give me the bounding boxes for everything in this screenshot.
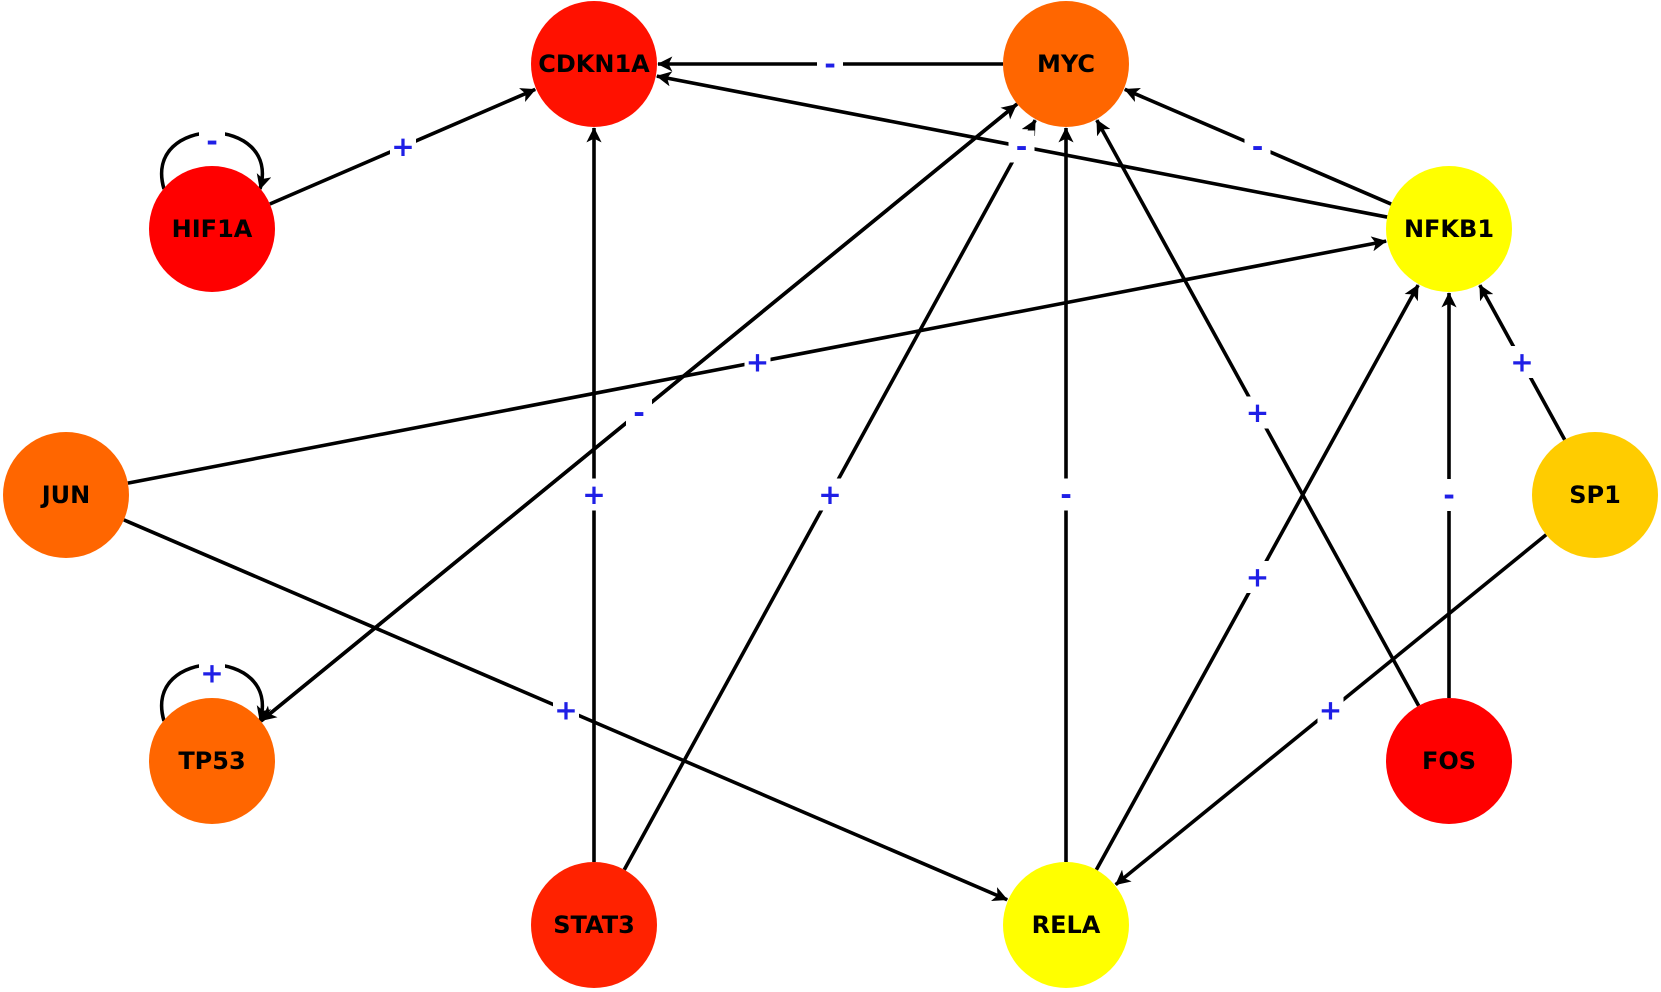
svg-text:-: - [1252, 130, 1264, 163]
node-hif1a[interactable]: HIF1A [149, 166, 275, 292]
node-circle [1003, 862, 1129, 988]
node-sp1[interactable]: SP1 [1532, 432, 1658, 558]
node-circle [149, 698, 275, 824]
node-myc[interactable]: MYC [1003, 1, 1129, 127]
svg-text:-: - [1016, 130, 1028, 163]
svg-text:+: + [1246, 396, 1269, 429]
node-circle [1386, 698, 1512, 824]
node-label: MYC [1037, 50, 1095, 78]
svg-text:-: - [824, 48, 836, 81]
edges-layer [123, 56, 1567, 902]
svg-text:-: - [206, 125, 218, 158]
svg-text:-: - [633, 396, 645, 429]
node-label: CDKN1A [538, 50, 650, 78]
node-label: SP1 [1569, 481, 1621, 509]
svg-text:-: - [1060, 478, 1072, 511]
node-circle [531, 1, 657, 127]
edge-jun-to-nfkb1-sign: + [744, 346, 771, 379]
svg-text:+: + [818, 478, 841, 511]
edge-tp53-to-tp53-sign: + [199, 657, 225, 690]
node-circle [3, 432, 129, 558]
node-label: NFKB1 [1404, 215, 1494, 243]
svg-text:-: - [1443, 479, 1455, 512]
node-label: RELA [1032, 911, 1101, 939]
node-label: FOS [1422, 747, 1476, 775]
edge-nfkb1-to-cdkn1a-sign: - [1008, 130, 1035, 163]
node-circle [1386, 166, 1512, 292]
edge-signs-layer: --++---+-+-+++-+++ [199, 48, 1535, 727]
edge-sp1-to-rela-sign: + [1317, 694, 1344, 727]
edge-rela-to-nfkb1-sign: + [1244, 561, 1271, 594]
edge-hif1a-to-hif1a-sign: - [199, 125, 225, 158]
node-circle [149, 166, 275, 292]
node-stat3[interactable]: STAT3 [531, 862, 657, 988]
edge-nfkb1-to-myc-sign: - [1244, 130, 1271, 163]
node-label: TP53 [178, 747, 245, 775]
node-jun[interactable]: JUN [3, 432, 129, 558]
edge-rela-to-myc-sign: - [1053, 478, 1079, 511]
node-tp53[interactable]: TP53 [149, 698, 275, 824]
node-rela[interactable]: RELA [1003, 862, 1129, 988]
node-fos[interactable]: FOS [1386, 698, 1512, 824]
edge-fos-to-nfkb1-sign: - [1436, 479, 1462, 512]
node-circle [1003, 1, 1129, 127]
node-nfkb1[interactable]: NFKB1 [1386, 166, 1512, 292]
edge-hif1a-to-cdkn1a-sign: + [390, 130, 416, 163]
node-circle [531, 862, 657, 988]
svg-text:+: + [554, 694, 577, 727]
edge-myc-to-cdkn1a-sign: - [817, 48, 843, 81]
edge-stat3-to-myc-sign: + [817, 478, 843, 511]
node-label: JUN [40, 481, 91, 509]
svg-text:+: + [1246, 561, 1269, 594]
edge-sp1-to-nfkb1-sign: + [1509, 346, 1535, 379]
svg-text:+: + [391, 130, 414, 163]
node-label: HIF1A [172, 215, 253, 243]
node-label: STAT3 [553, 911, 635, 939]
svg-text:+: + [582, 478, 605, 511]
svg-text:+: + [1510, 346, 1533, 379]
node-cdkn1a[interactable]: CDKN1A [531, 1, 657, 127]
edge-myc-to-tp53-sign: - [626, 396, 652, 429]
svg-text:+: + [746, 346, 769, 379]
node-circle [1532, 432, 1658, 558]
edge-jun-to-rela-sign: + [553, 694, 579, 727]
svg-text:+: + [1319, 694, 1342, 727]
svg-text:+: + [200, 657, 223, 690]
edge-fos-to-myc-sign: + [1244, 396, 1271, 429]
edge-stat3-to-cdkn1a-sign: + [581, 478, 607, 511]
